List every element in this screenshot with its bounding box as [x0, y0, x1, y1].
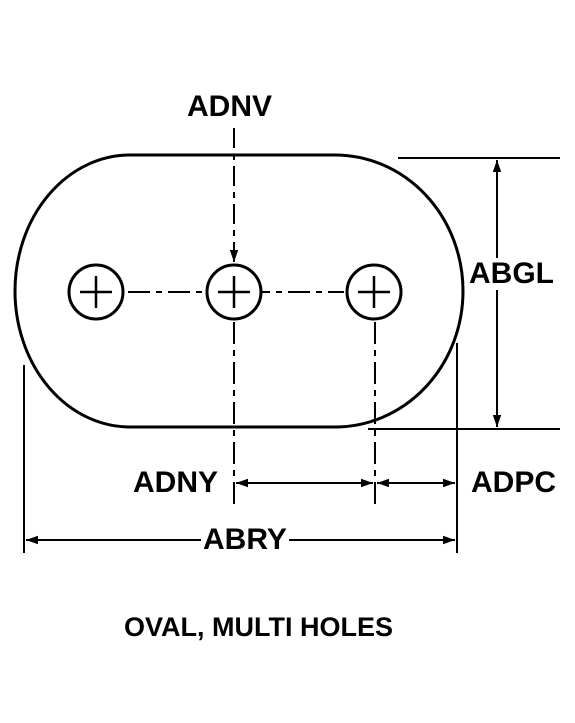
label-adny: ADNY: [133, 466, 219, 499]
label-abry: ABRY: [201, 523, 289, 556]
label-adpc: ADPC: [471, 466, 557, 499]
label-adnv: ADNV: [186, 90, 274, 123]
label-abgl: ABGL: [468, 257, 555, 290]
diagram-caption: OVAL, MULTI HOLES: [124, 612, 393, 642]
hole-center: [205, 263, 263, 321]
hole-right: [345, 263, 403, 321]
oval-plate-outline: [13, 153, 465, 429]
hole-left: [67, 263, 125, 321]
